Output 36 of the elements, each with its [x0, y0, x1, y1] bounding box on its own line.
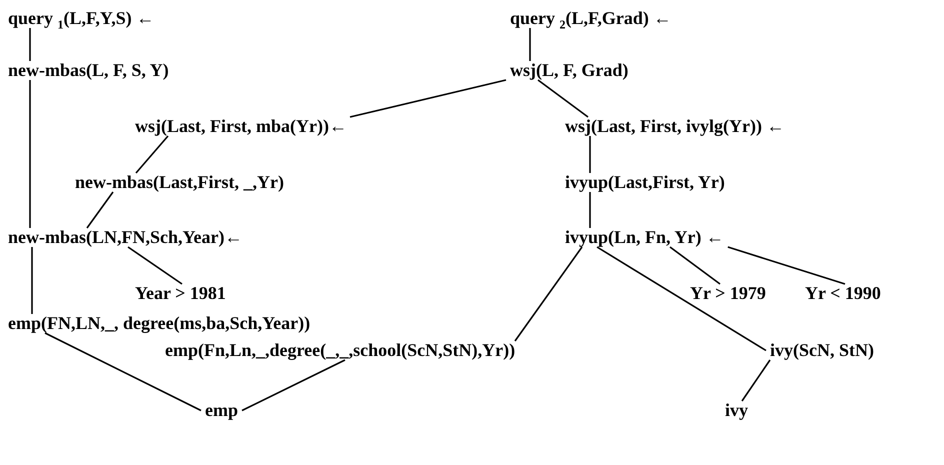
query-term: Yr > 1979 [690, 282, 766, 304]
query-term: ivyup(Last,First, Yr) [565, 171, 725, 193]
tree-line [128, 246, 182, 285]
tree-line [670, 246, 720, 285]
tree-line [350, 79, 506, 118]
query-term: emp(Fn,Ln,_,degree(_,_,school(ScN,StN),Yr)) [165, 339, 516, 361]
query-term: ivyup(Ln, Fn, Yr) ← [565, 226, 724, 248]
query-term: query $_{2}$(L,F,Grad) ← [510, 7, 672, 29]
query-term: query $_{1}$(L,F,Y,S) ← [8, 7, 154, 29]
query-term: ivy [725, 399, 748, 421]
tree-line [514, 246, 583, 342]
query-term: wsj(L, F, Grad) [510, 59, 628, 81]
query-term: new-mbas(LN,FN,Sch,Year)← [8, 226, 242, 248]
query-term: emp [205, 399, 238, 421]
query-term: Yr < 1990 [805, 282, 881, 304]
tree-line [44, 332, 202, 412]
query-term: wsj(Last, First, mba(Yr))← [135, 115, 347, 137]
query-term: ivy(ScN, StN) [770, 339, 874, 361]
tree-line [529, 28, 531, 61]
query-term: emp(FN,LN,_, degree(ms,ba,Sch,Year)) [8, 312, 310, 334]
tree-line [29, 28, 31, 61]
tree-line [86, 192, 114, 228]
query-term: Year > 1981 [135, 282, 226, 304]
query-term: wsj(Last, First, ivylg(Yr)) ← [565, 115, 784, 137]
tree-line [589, 136, 591, 173]
tree-line [741, 360, 771, 402]
tree-line [728, 246, 846, 285]
tree-line [29, 80, 31, 228]
tree-line [31, 247, 33, 314]
query-term: new-mbas(L, F, S, Y) [8, 59, 169, 81]
tree-line [589, 192, 591, 228]
tree-line [242, 359, 346, 412]
tree-line [135, 135, 169, 174]
query-term: new-mbas(Last,First, _,Yr) [75, 171, 284, 193]
tree-line [538, 79, 588, 118]
tree-line [596, 246, 766, 352]
